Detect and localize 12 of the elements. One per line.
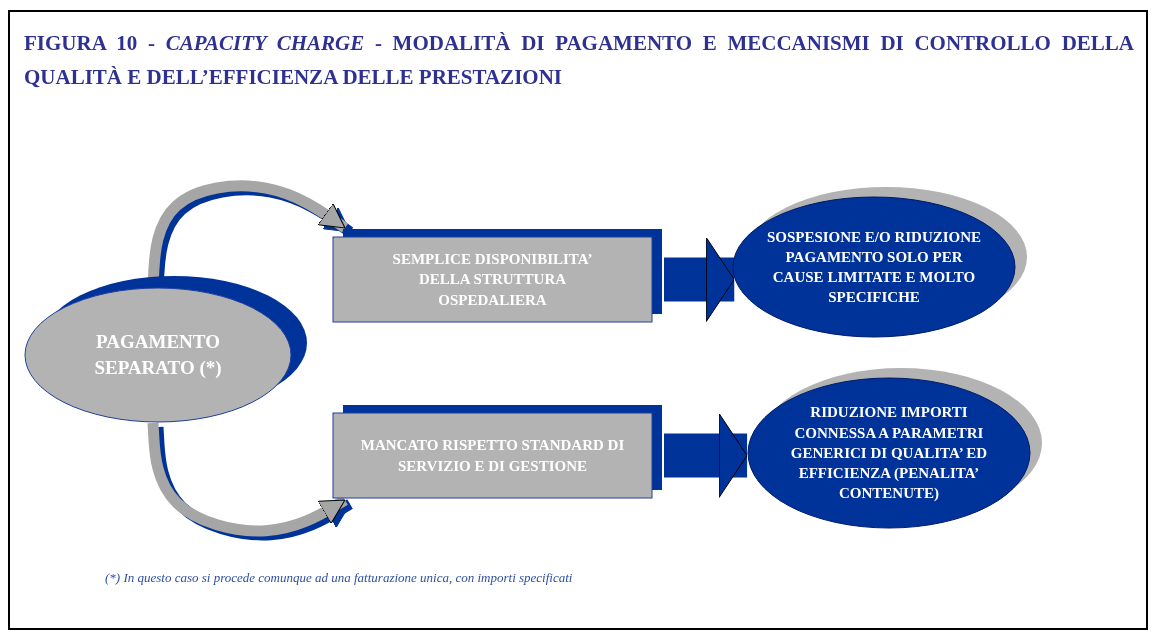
footnote: (*) In questo caso si procede comunque ad una fatturazione unica, con importi specificati <box>105 570 573 586</box>
figure-title: FIGURA 10 - CAPACITY CHARGE - MODALITÀ DI PAGAMENTO E MECCANISMI DI CONTROLLO DELLA QUALITÀ E DELL’EFFICIENZA DELLE PRESTAZIONI <box>24 30 1134 91</box>
node-text: MANCATO RISPETTO STANDARD DI SERVIZIO E DI GESTIONE <box>359 436 626 476</box>
node-text: SOSPESIONE E/O RIDUZIONE PAGAMENTO SOLO PER CAUSE LIMITATE E MOLTO SPECIFICHE <box>765 227 983 308</box>
oval-node <box>733 187 1027 337</box>
process-box <box>333 229 662 322</box>
node-text: RIDUZIONE IMPORTI CONNESSA A PARAMETRI GENERICI DI QUALITA’ ED EFFICIENZA (PENALITA’ CONTENUTE) <box>789 403 989 504</box>
process-box <box>333 405 662 498</box>
oval-node <box>748 368 1042 528</box>
node-text: PAGAMENTO SEPARATO (*) <box>93 330 223 380</box>
oval-node <box>25 276 307 422</box>
node-text: SEMPLICE DISPONIBILITA’ DELLA STRUTTURA OSPEDALIERA <box>391 250 594 310</box>
